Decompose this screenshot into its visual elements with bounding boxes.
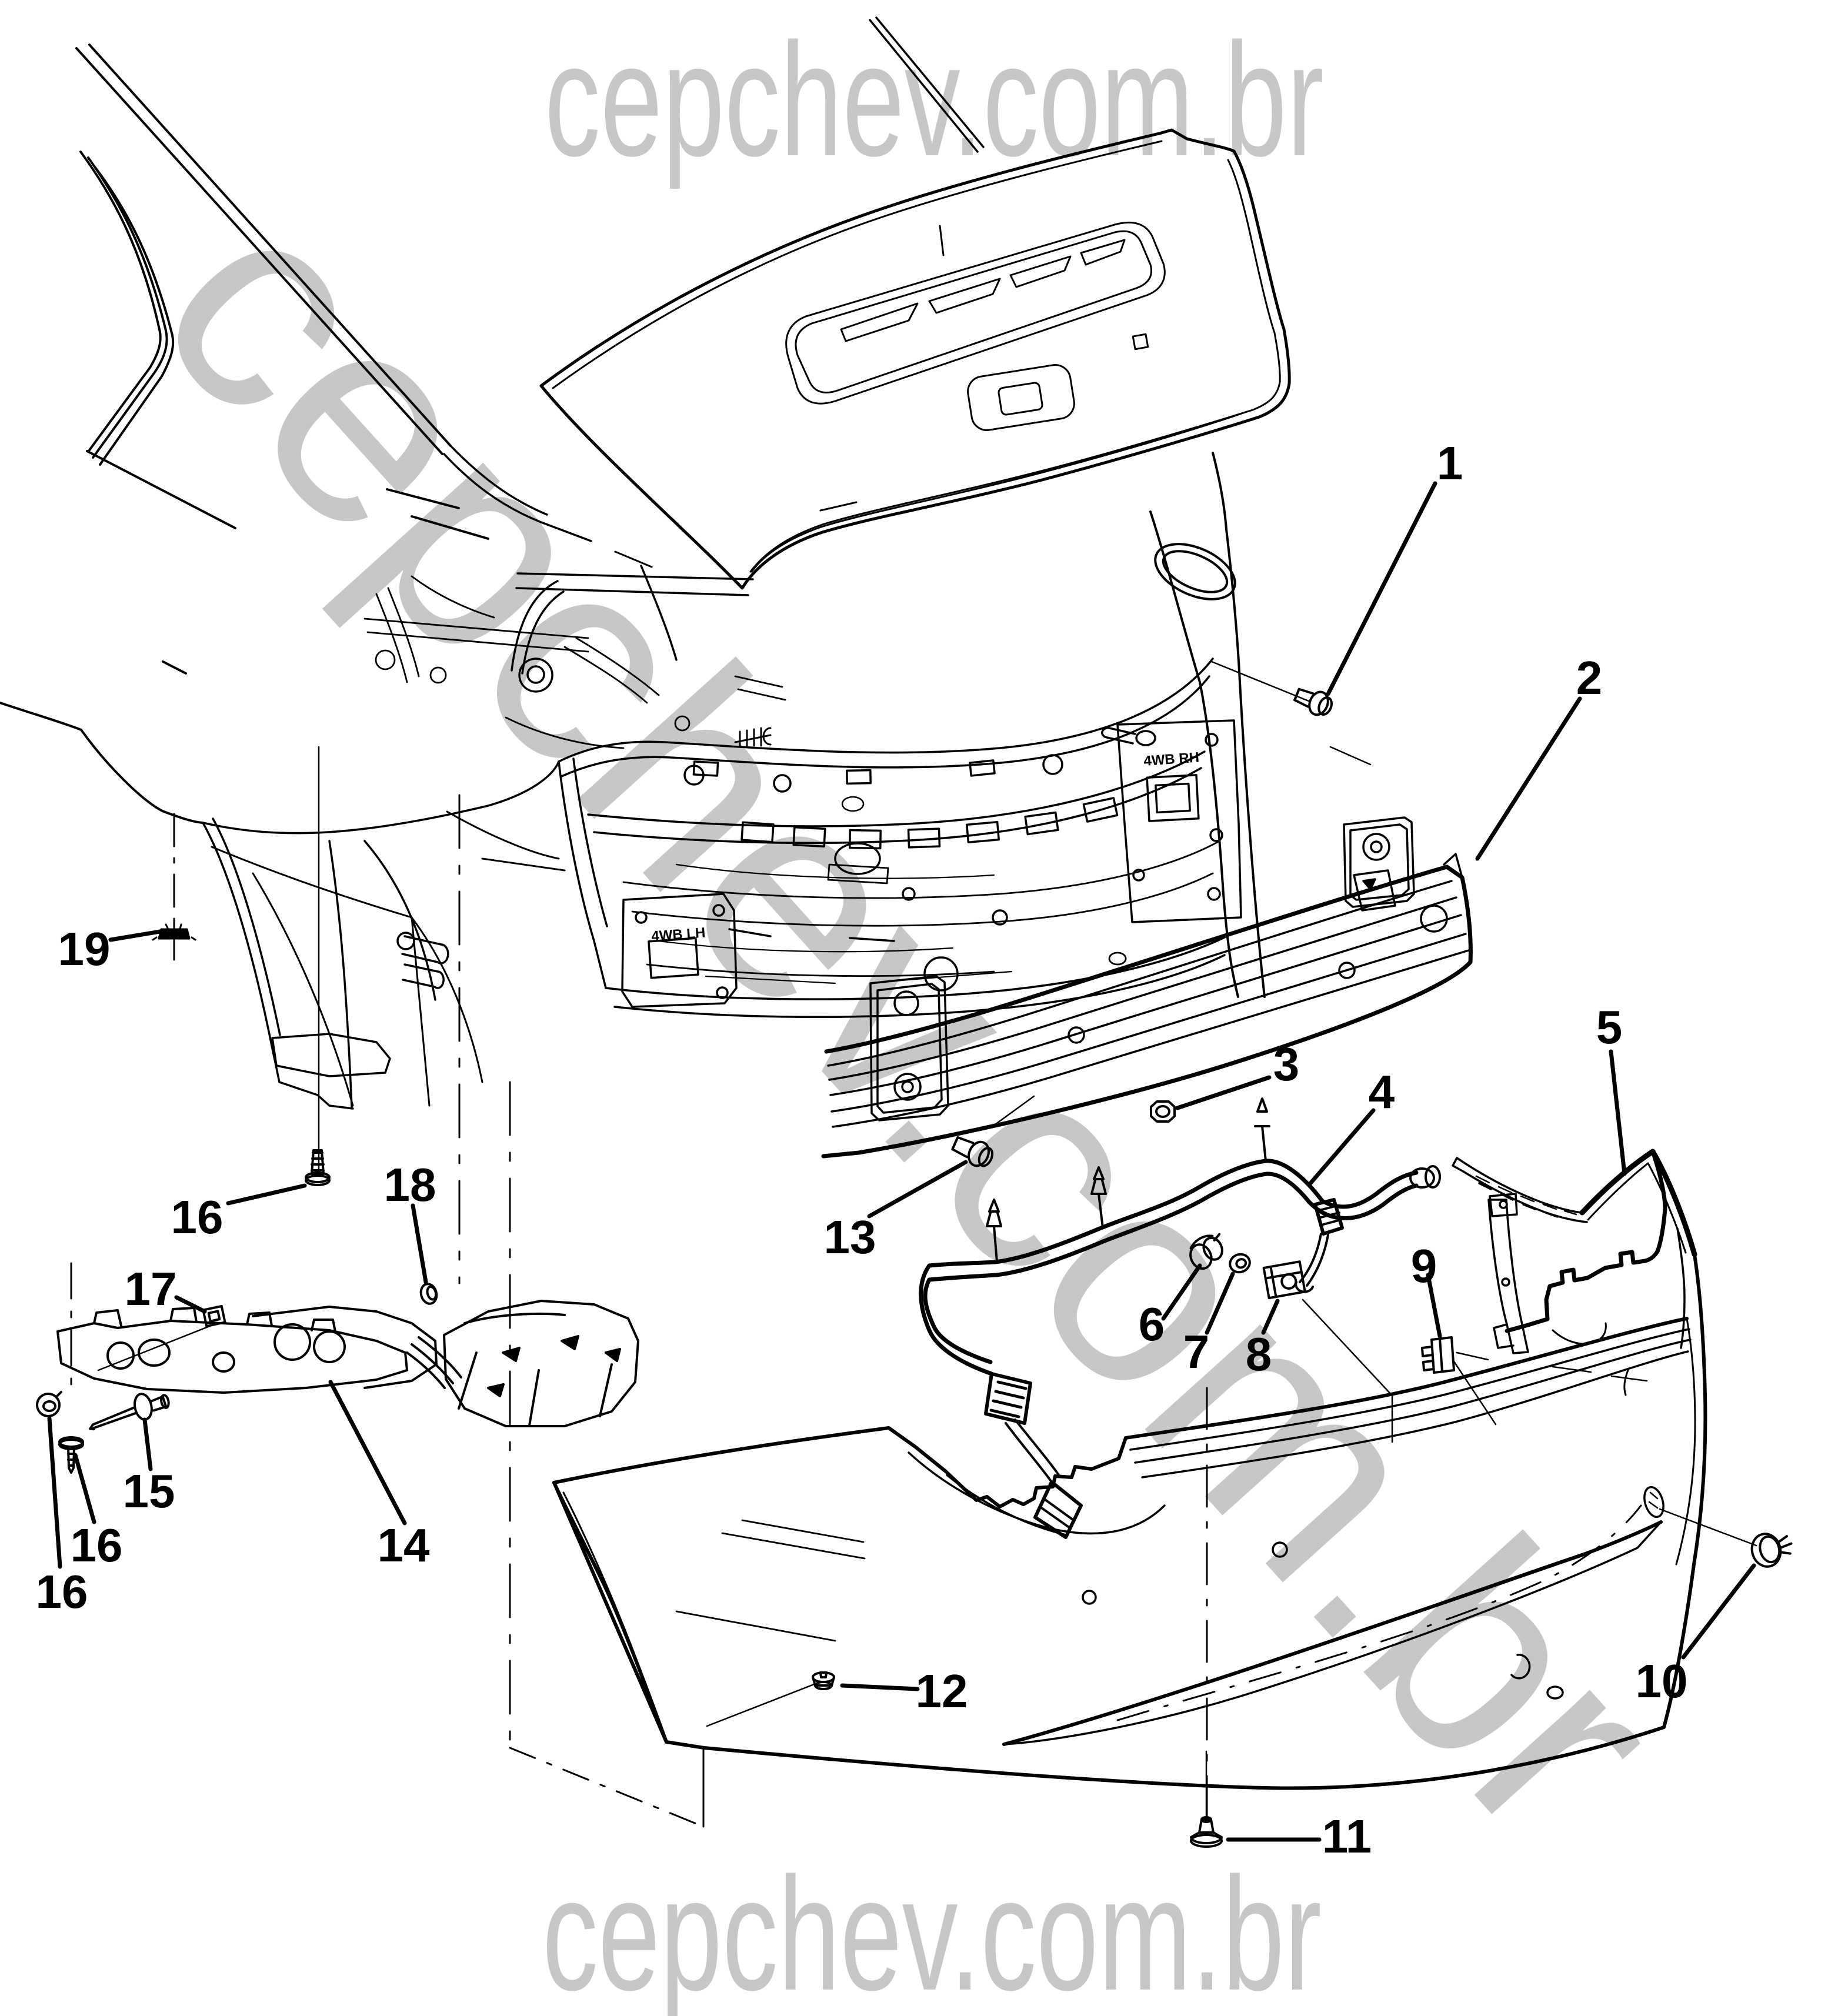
svg-text:16: 16: [71, 1519, 123, 1571]
svg-text:12: 12: [916, 1665, 968, 1717]
svg-text:14: 14: [378, 1519, 430, 1571]
svg-text:11: 11: [1322, 1810, 1372, 1863]
svg-text:1: 1: [1437, 437, 1463, 489]
svg-text:5: 5: [1596, 1001, 1623, 1053]
svg-text:4WB LH: 4WB LH: [651, 925, 706, 944]
svg-text:4: 4: [1369, 1066, 1395, 1118]
svg-text:8: 8: [1246, 1328, 1272, 1380]
svg-text:4WB RH: 4WB RH: [1143, 749, 1200, 769]
svg-text:19: 19: [58, 923, 111, 975]
svg-text:2: 2: [1576, 652, 1603, 704]
svg-text:7: 7: [1183, 1326, 1210, 1378]
svg-text:15: 15: [123, 1465, 175, 1517]
svg-text:18: 18: [384, 1159, 436, 1211]
svg-text:6: 6: [1139, 1298, 1165, 1350]
svg-text:cepchev.com.br: cepchev.com.br: [542, 1844, 1322, 2016]
svg-text:10: 10: [1636, 1655, 1688, 1707]
svg-text:13: 13: [824, 1211, 876, 1263]
svg-text:3: 3: [1273, 1038, 1300, 1090]
svg-text:16: 16: [171, 1191, 224, 1243]
svg-text:9: 9: [1411, 1240, 1437, 1292]
svg-text:17: 17: [125, 1263, 177, 1315]
svg-text:16: 16: [36, 1566, 88, 1618]
